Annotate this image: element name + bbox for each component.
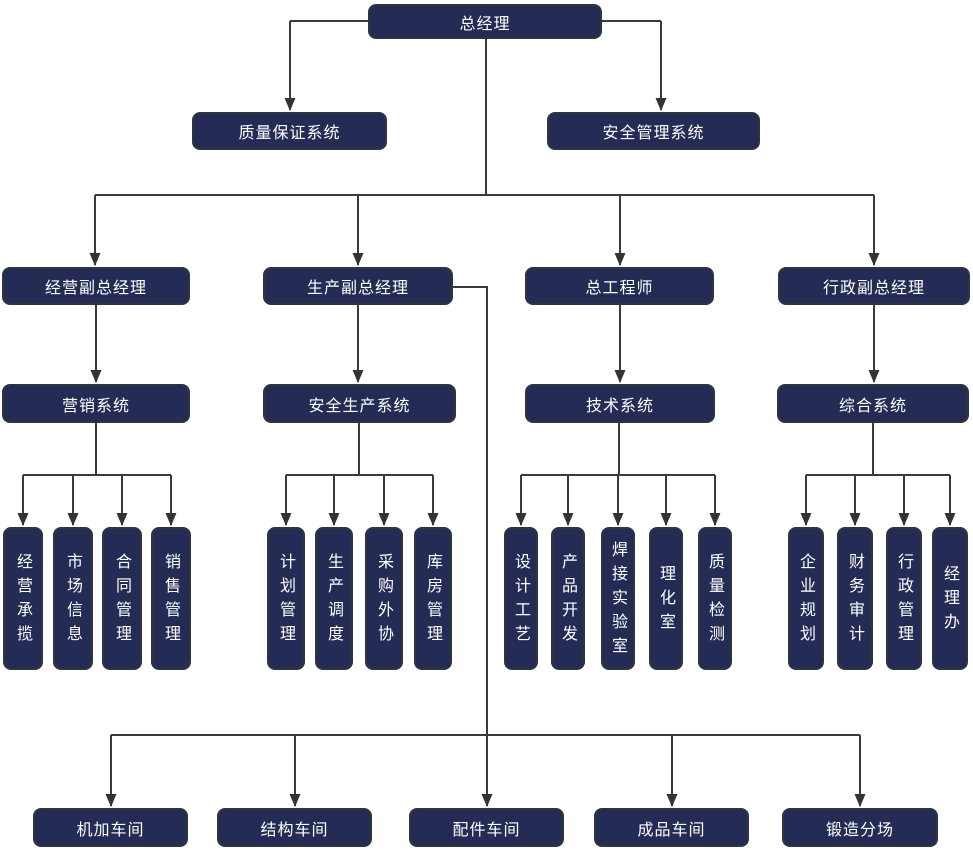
node-quality-assurance-system: 质量保证系统 <box>192 112 387 150</box>
node-finished-product-workshop: 成品车间 <box>594 808 749 847</box>
node-admin-vice-gm: 行政副总经理 <box>778 267 970 305</box>
node-quality-inspection: 质量检测 <box>698 527 732 670</box>
node-safe-production-system: 安全生产系统 <box>263 384 456 423</box>
node-safety-management-system: 安全管理系统 <box>547 112 760 150</box>
node-technology-system: 技术系统 <box>525 384 715 423</box>
node-business-vice-gm: 经营副总经理 <box>2 267 190 305</box>
node-physicochemical-lab: 理化室 <box>649 527 683 670</box>
node-production-vice-gm: 生产副总经理 <box>263 267 453 305</box>
node-manager-office: 经理办 <box>932 527 968 670</box>
node-marketing-system: 营销系统 <box>2 384 190 423</box>
node-business-contracting: 经营承揽 <box>3 527 43 670</box>
node-warehouse-management: 库房管理 <box>414 527 452 670</box>
node-sales-management: 销售管理 <box>151 527 191 670</box>
node-general-manager: 总经理 <box>368 4 602 39</box>
node-chief-engineer: 总工程师 <box>525 267 714 305</box>
node-procurement-outsourcing: 采购外协 <box>365 527 403 670</box>
node-contract-management: 合同管理 <box>102 527 142 670</box>
node-general-system: 综合系统 <box>777 384 969 423</box>
node-parts-workshop: 配件车间 <box>409 808 564 847</box>
node-production-dispatch: 生产调度 <box>315 527 353 670</box>
node-enterprise-planning: 企业规划 <box>788 527 824 670</box>
node-forging-branch: 锻造分场 <box>782 808 938 847</box>
node-product-development: 产品开发 <box>551 527 585 670</box>
node-market-information: 市场信息 <box>53 527 93 670</box>
node-finance-audit: 财务审计 <box>837 527 873 670</box>
node-design-process: 设计工艺 <box>504 527 538 670</box>
node-structure-workshop: 结构车间 <box>217 808 372 847</box>
node-machining-workshop: 机加车间 <box>33 808 188 847</box>
node-admin-management: 行政管理 <box>886 527 922 670</box>
node-plan-management: 计划管理 <box>267 527 305 670</box>
node-welding-laboratory: 焊接实验室 <box>601 527 635 670</box>
